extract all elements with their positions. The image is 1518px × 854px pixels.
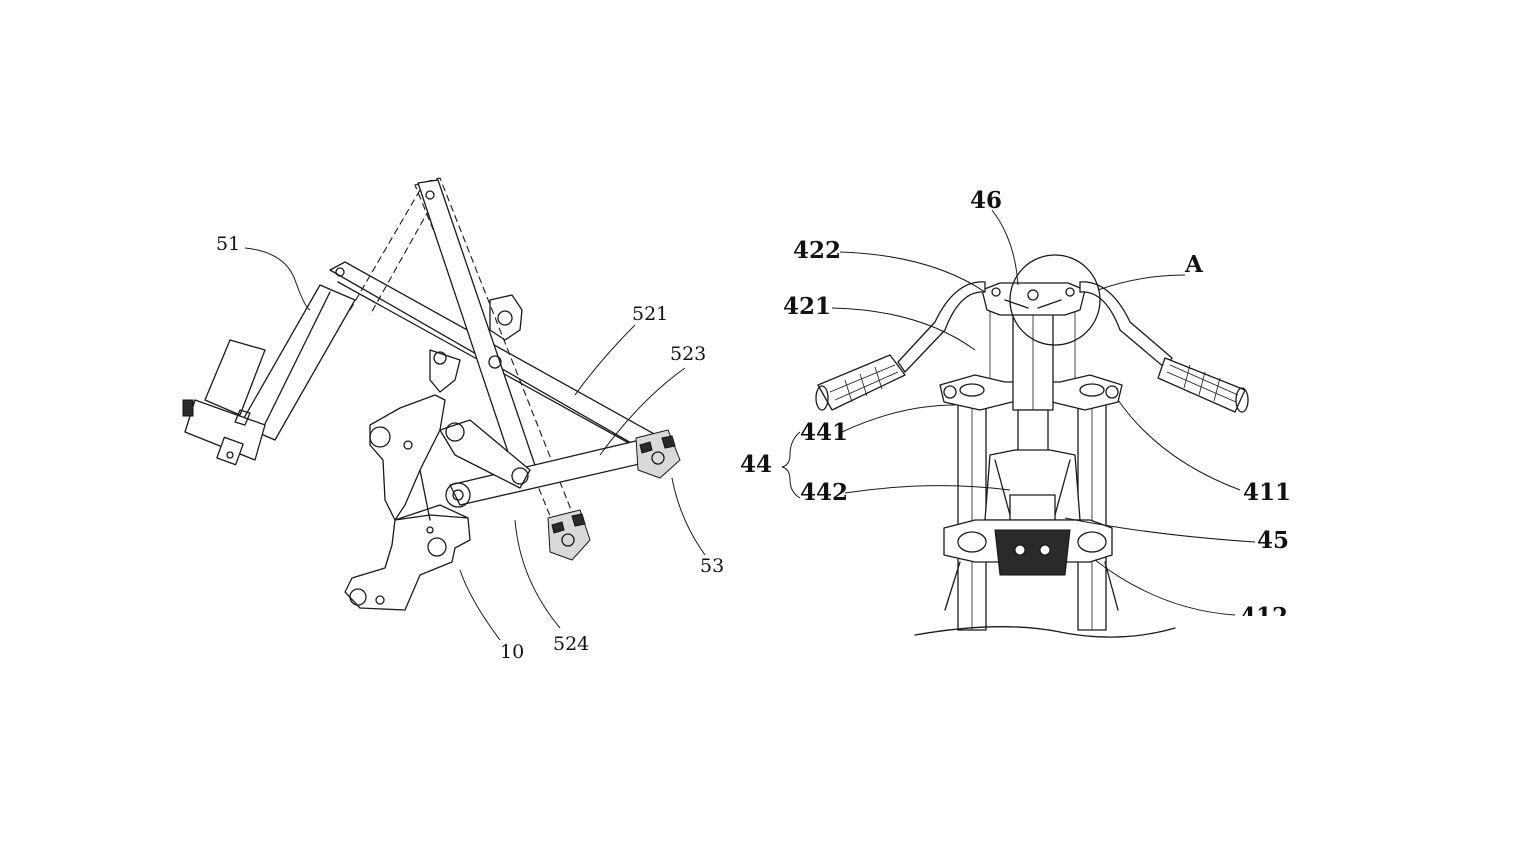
- label-524: 524: [553, 633, 589, 655]
- label-411: 411: [1243, 479, 1291, 506]
- label-523: 523: [670, 343, 706, 365]
- label-53: 53: [700, 555, 724, 577]
- label-421: 421: [783, 293, 831, 320]
- steering-stem-441: [984, 299, 1081, 521]
- link-523: [439, 419, 649, 508]
- label-51: 51: [216, 233, 240, 255]
- label-442: 442: [800, 479, 848, 506]
- frame-bracket: [344, 294, 523, 611]
- label-46: 46: [970, 187, 1002, 214]
- label-422: 422: [793, 237, 841, 264]
- fork-tubes-411: [957, 300, 1107, 631]
- label-521: 521: [632, 303, 668, 325]
- detail-circle-A: [1009, 254, 1101, 346]
- handlebar-clamp-46: [981, 282, 1086, 316]
- lower-triple-clamp-45: [943, 519, 1119, 611]
- leader-lines-right: [781, 209, 1256, 616]
- right-handlebar-drawing: 46 422 A 421 441 44 442 411 45 412: [740, 187, 1291, 638]
- label-10: 10: [500, 641, 524, 663]
- pedal-53: [635, 429, 681, 479]
- left-linkage-drawing: 51 521 523 53 524 10: [182, 177, 724, 663]
- label-44: 44: [740, 451, 772, 478]
- linear-actuator-51: [182, 284, 356, 466]
- crop-mask: [1200, 616, 1320, 646]
- label-A: A: [1184, 251, 1204, 278]
- handlebar-right: [1079, 281, 1249, 413]
- label-441: 441: [800, 419, 848, 446]
- leader-lines-left: [244, 247, 706, 641]
- body-contour: [914, 626, 1176, 638]
- pedal-524: [547, 509, 591, 561]
- label-45: 45: [1257, 527, 1289, 554]
